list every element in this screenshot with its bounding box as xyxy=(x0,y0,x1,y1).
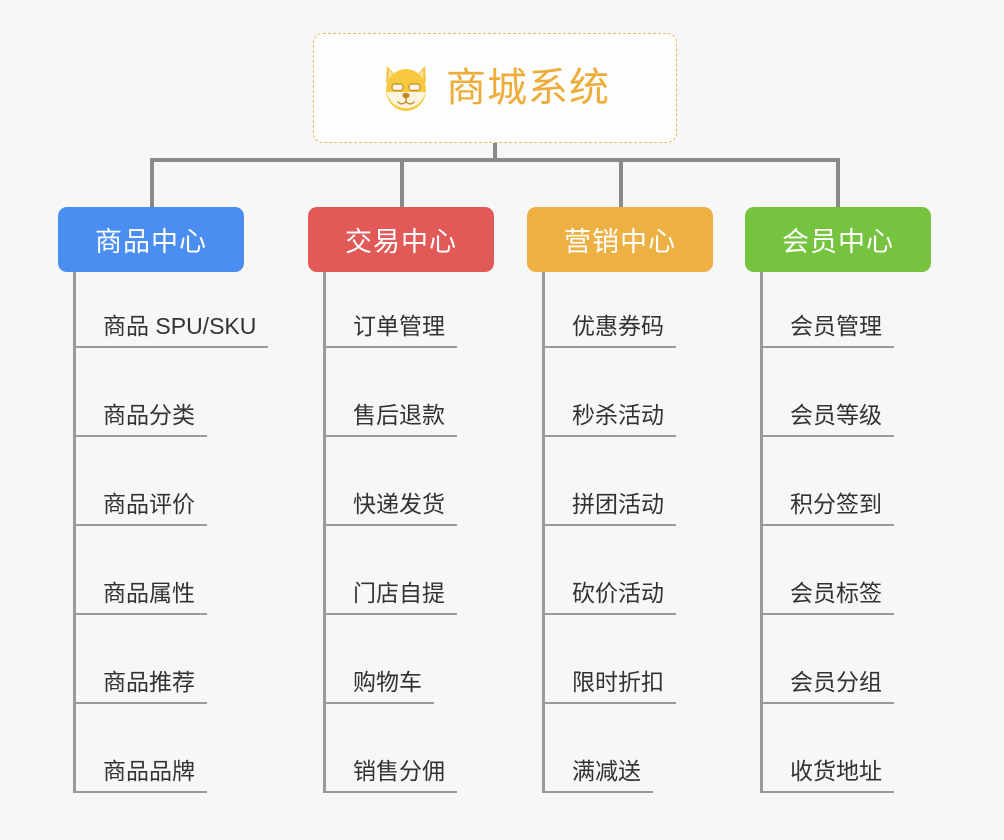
list-item[interactable]: 商品属性 xyxy=(73,539,207,615)
list-item[interactable]: 购物车 xyxy=(323,628,434,704)
list-item[interactable]: 秒杀活动 xyxy=(542,361,676,437)
leaf-label: 商品推荐 xyxy=(73,669,207,704)
branch-drop-2 xyxy=(619,158,623,207)
leaf-label: 商品 SPU/SKU xyxy=(73,313,269,348)
leaf-label: 会员管理 xyxy=(760,313,894,348)
leaf-label: 订单管理 xyxy=(323,313,457,348)
leaf-label: 门店自提 xyxy=(323,580,457,615)
branch-header-label: 交易中心 xyxy=(345,227,457,257)
leaf-label: 商品评价 xyxy=(73,491,207,526)
leaf-label: 商品分类 xyxy=(73,402,207,437)
shiba-dog-face-icon xyxy=(386,66,426,111)
list-item[interactable]: 商品推荐 xyxy=(73,628,207,704)
leaf-label: 拼团活动 xyxy=(542,491,676,526)
leaf-label: 商品品牌 xyxy=(73,758,207,793)
branch-header-3[interactable]: 会员中心 xyxy=(745,207,931,272)
list-item[interactable]: 门店自提 xyxy=(323,539,457,615)
branch-header-label: 会员中心 xyxy=(782,227,894,257)
leaf-label: 售后退款 xyxy=(323,402,457,437)
branch-header-0[interactable]: 商品中心 xyxy=(58,207,244,272)
leaf-label: 收货地址 xyxy=(760,758,894,793)
leaf-label: 商品属性 xyxy=(73,580,207,615)
list-item[interactable]: 拼团活动 xyxy=(542,450,676,526)
branch-spine-1 xyxy=(323,272,326,793)
root-node-content: 商城系统 xyxy=(380,63,610,113)
list-item[interactable]: 会员等级 xyxy=(760,361,894,437)
leaf-label: 积分签到 xyxy=(760,491,894,526)
list-item[interactable]: 商品评价 xyxy=(73,450,207,526)
root-connector-stem xyxy=(493,143,497,161)
list-item[interactable]: 会员分组 xyxy=(760,628,894,704)
list-item[interactable]: 销售分佣 xyxy=(323,717,457,793)
leaf-label: 销售分佣 xyxy=(323,758,457,793)
branch-header-label: 商品中心 xyxy=(95,227,207,257)
list-item[interactable]: 订单管理 xyxy=(323,272,457,348)
leaf-label: 会员等级 xyxy=(760,402,894,437)
branch-drop-0 xyxy=(150,158,154,207)
list-item[interactable]: 商品 SPU/SKU xyxy=(73,272,269,348)
list-item[interactable]: 砍价活动 xyxy=(542,539,676,615)
branch-header-2[interactable]: 营销中心 xyxy=(527,207,713,272)
list-item[interactable]: 售后退款 xyxy=(323,361,457,437)
list-item[interactable]: 收货地址 xyxy=(760,717,894,793)
list-item[interactable]: 会员管理 xyxy=(760,272,894,348)
branch-connector-bar xyxy=(150,158,838,162)
leaf-label: 会员分组 xyxy=(760,669,894,704)
list-item[interactable]: 满减送 xyxy=(542,717,653,793)
list-item[interactable]: 商品品牌 xyxy=(73,717,207,793)
branch-drop-1 xyxy=(400,158,404,207)
list-item[interactable]: 商品分类 xyxy=(73,361,207,437)
root-title: 商城系统 xyxy=(446,66,610,110)
branch-header-label: 营销中心 xyxy=(564,227,676,257)
leaf-label: 秒杀活动 xyxy=(542,402,676,437)
list-item[interactable]: 快递发货 xyxy=(323,450,457,526)
leaf-label: 满减送 xyxy=(542,758,653,793)
root-node[interactable]: 商城系统 xyxy=(313,33,677,143)
list-item[interactable]: 会员标签 xyxy=(760,539,894,615)
leaf-label: 优惠券码 xyxy=(542,313,676,348)
leaf-label: 砍价活动 xyxy=(542,580,676,615)
list-item[interactable]: 限时折扣 xyxy=(542,628,676,704)
branch-spine-0 xyxy=(73,272,76,793)
branch-header-1[interactable]: 交易中心 xyxy=(308,207,494,272)
leaf-label: 快递发货 xyxy=(323,491,457,526)
branch-spine-3 xyxy=(760,272,763,793)
list-item[interactable]: 优惠券码 xyxy=(542,272,676,348)
branch-spine-2 xyxy=(542,272,545,793)
branch-drop-3 xyxy=(836,158,840,207)
list-item[interactable]: 积分签到 xyxy=(760,450,894,526)
leaf-label: 购物车 xyxy=(323,669,434,704)
leaf-label: 会员标签 xyxy=(760,580,894,615)
leaf-label: 限时折扣 xyxy=(542,669,676,704)
